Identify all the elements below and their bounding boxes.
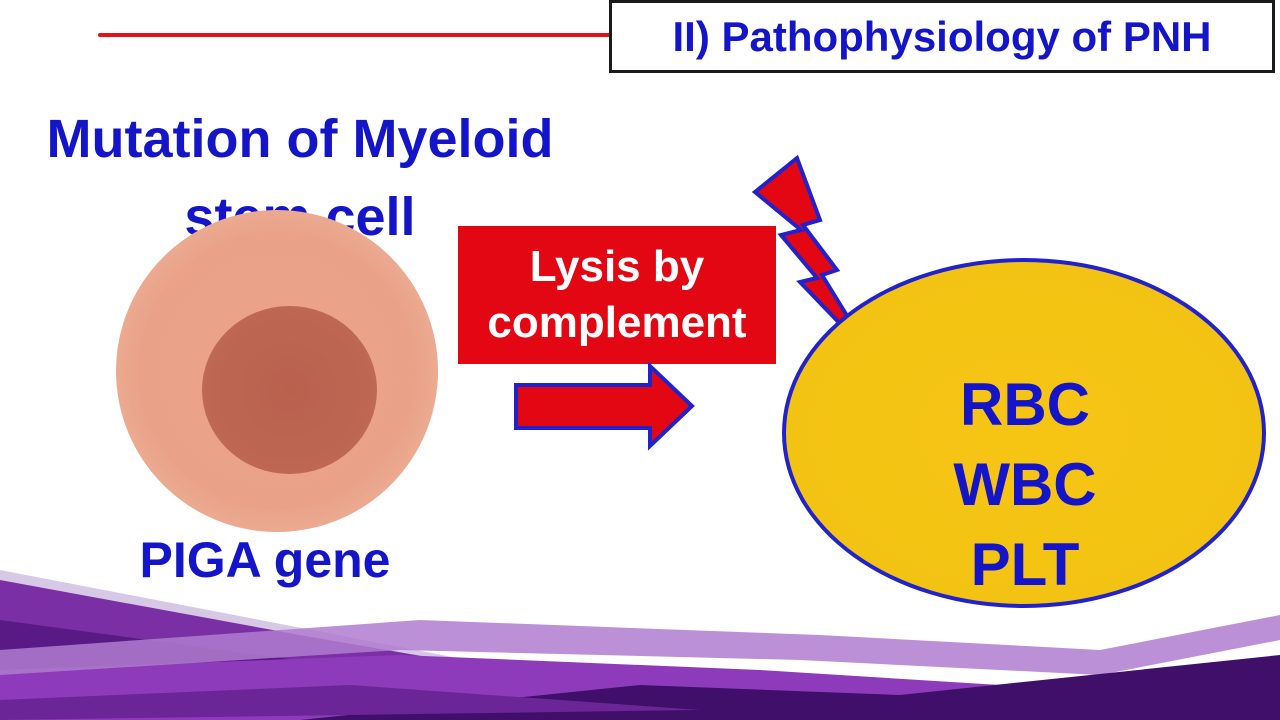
lysis-line-2: complement xyxy=(487,298,747,347)
blood-cells-ellipse xyxy=(782,258,1266,608)
lysis-line-1: Lysis by xyxy=(529,242,705,291)
blood-cell-plt: PLT xyxy=(970,531,1080,598)
heading-line-1: Mutation of Myeloid xyxy=(46,109,554,169)
gene-label: PIGA gene xyxy=(139,532,391,588)
decorative-waves xyxy=(0,570,1280,720)
title-box: II) Pathophysiology of PNH xyxy=(609,0,1275,73)
right-arrow-icon xyxy=(514,361,695,451)
blood-cell-wbc: WBC xyxy=(953,451,1097,518)
lysis-label-box: Lysis by complement xyxy=(458,226,776,364)
cell-nucleus-icon xyxy=(202,306,377,474)
blood-cells-list: RBC WBC PLT xyxy=(900,365,1150,605)
slide-title: II) Pathophysiology of PNH xyxy=(672,12,1212,60)
title-underline xyxy=(98,33,610,37)
blood-cell-rbc: RBC xyxy=(960,371,1090,438)
